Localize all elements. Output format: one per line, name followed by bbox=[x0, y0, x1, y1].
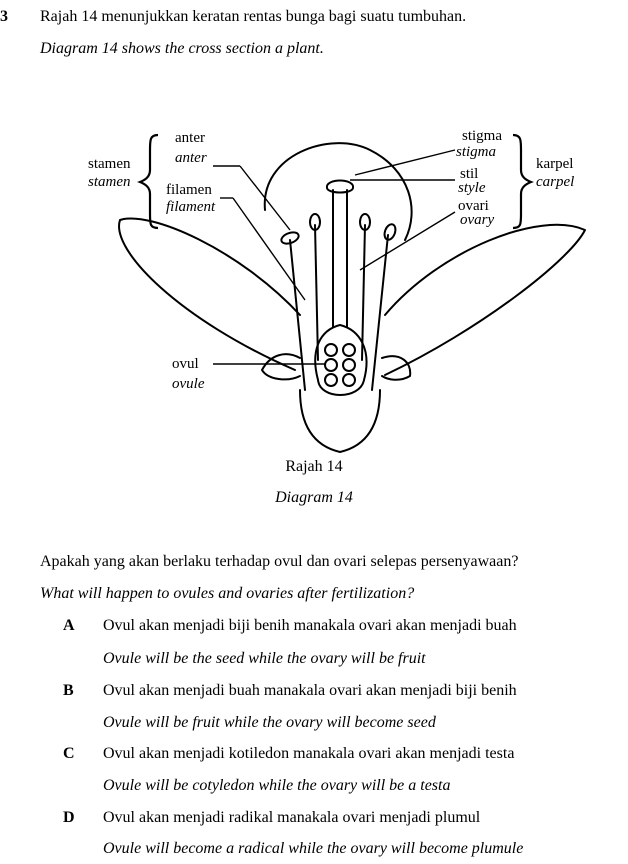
filament-left-1 bbox=[289, 239, 306, 391]
diagram-caption-malay: Rajah 14 bbox=[285, 458, 343, 475]
question-intro-malay: Rajah 14 menunjukkan keratan rentas bung… bbox=[40, 8, 467, 25]
option-c-english[interactable]: Ovule will be cotyledon while the ovary … bbox=[103, 777, 451, 794]
ovule-5 bbox=[324, 373, 338, 387]
option-c-letter[interactable]: C bbox=[63, 745, 75, 762]
karpel-label-english: carpel bbox=[536, 174, 574, 190]
stil-label-malay: stil bbox=[460, 166, 478, 182]
anther-left-1 bbox=[280, 231, 300, 245]
ovule-2 bbox=[342, 343, 356, 357]
ovary bbox=[314, 324, 368, 396]
stamen-brace bbox=[137, 133, 159, 230]
option-d-malay[interactable]: Ovul akan menjadi radikal manakala ovari… bbox=[103, 809, 481, 826]
filament-right-1 bbox=[361, 224, 366, 361]
ovari-label-malay: ovari bbox=[458, 198, 489, 214]
prompt-english: What will happen to ovules and ovaries a… bbox=[40, 585, 415, 602]
anther-right-2 bbox=[383, 223, 397, 241]
anther-right-1 bbox=[359, 213, 371, 231]
filamen-label-english: filament bbox=[166, 199, 216, 215]
anter-label-english: anter bbox=[175, 150, 207, 166]
stamen-label-english: stamen bbox=[88, 174, 131, 190]
option-a-english[interactable]: Ovule will be the seed while the ovary w… bbox=[103, 650, 426, 667]
right-sepal bbox=[381, 355, 412, 381]
left-petal bbox=[118, 217, 301, 371]
option-d-letter[interactable]: D bbox=[63, 809, 75, 826]
stigma bbox=[326, 179, 354, 194]
karpel-label-malay: karpel bbox=[536, 156, 573, 172]
stigma-label-english: stigma bbox=[456, 144, 496, 160]
ovul-label-english: ovule bbox=[172, 376, 205, 392]
stamen-label-malay: stamen bbox=[88, 156, 131, 172]
diagram-caption-english: Diagram 14 bbox=[275, 489, 353, 506]
ovule-6 bbox=[342, 373, 356, 387]
left-sepal bbox=[261, 353, 301, 381]
question-number: 3 bbox=[0, 8, 8, 25]
filamen-label-malay: filamen bbox=[166, 182, 212, 198]
anter-label-malay: anter bbox=[175, 130, 205, 146]
anther-left-2 bbox=[309, 213, 321, 231]
stil-label-english: style bbox=[458, 180, 486, 196]
filament-left-2 bbox=[314, 224, 319, 361]
filament-right-2 bbox=[371, 234, 389, 391]
receptacle bbox=[299, 389, 381, 453]
right-petal bbox=[384, 223, 586, 376]
option-d-english[interactable]: Ovule will become a radical while the ov… bbox=[103, 840, 524, 857]
option-b-english[interactable]: Ovule will be fruit while the ovary will… bbox=[103, 714, 436, 731]
flower-cross-section-diagram: stamen stamen anter anter filamen filame… bbox=[88, 128, 586, 453]
option-b-letter[interactable]: B bbox=[63, 682, 74, 699]
ovul-label-malay: ovul bbox=[172, 356, 199, 372]
question-intro-english: Diagram 14 shows the cross section a pla… bbox=[40, 40, 324, 57]
ovule-3 bbox=[324, 358, 338, 372]
option-c-malay[interactable]: Ovul akan menjadi kotiledon manakala ova… bbox=[103, 745, 515, 762]
prompt-malay: Apakah yang akan berlaku terhadap ovul d… bbox=[40, 553, 519, 570]
ovule-1 bbox=[324, 343, 338, 357]
ovule-4 bbox=[342, 358, 356, 372]
back-petal bbox=[263, 142, 413, 241]
carpel-brace bbox=[512, 133, 534, 230]
style bbox=[332, 189, 348, 328]
option-a-letter[interactable]: A bbox=[63, 617, 75, 634]
ovari-label-english: ovary bbox=[460, 212, 494, 228]
option-b-malay[interactable]: Ovul akan menjadi buah manakala ovari ak… bbox=[103, 682, 517, 699]
option-a-malay[interactable]: Ovul akan menjadi biji benih manakala ov… bbox=[103, 617, 517, 634]
stigma-label-malay: stigma bbox=[462, 128, 502, 144]
